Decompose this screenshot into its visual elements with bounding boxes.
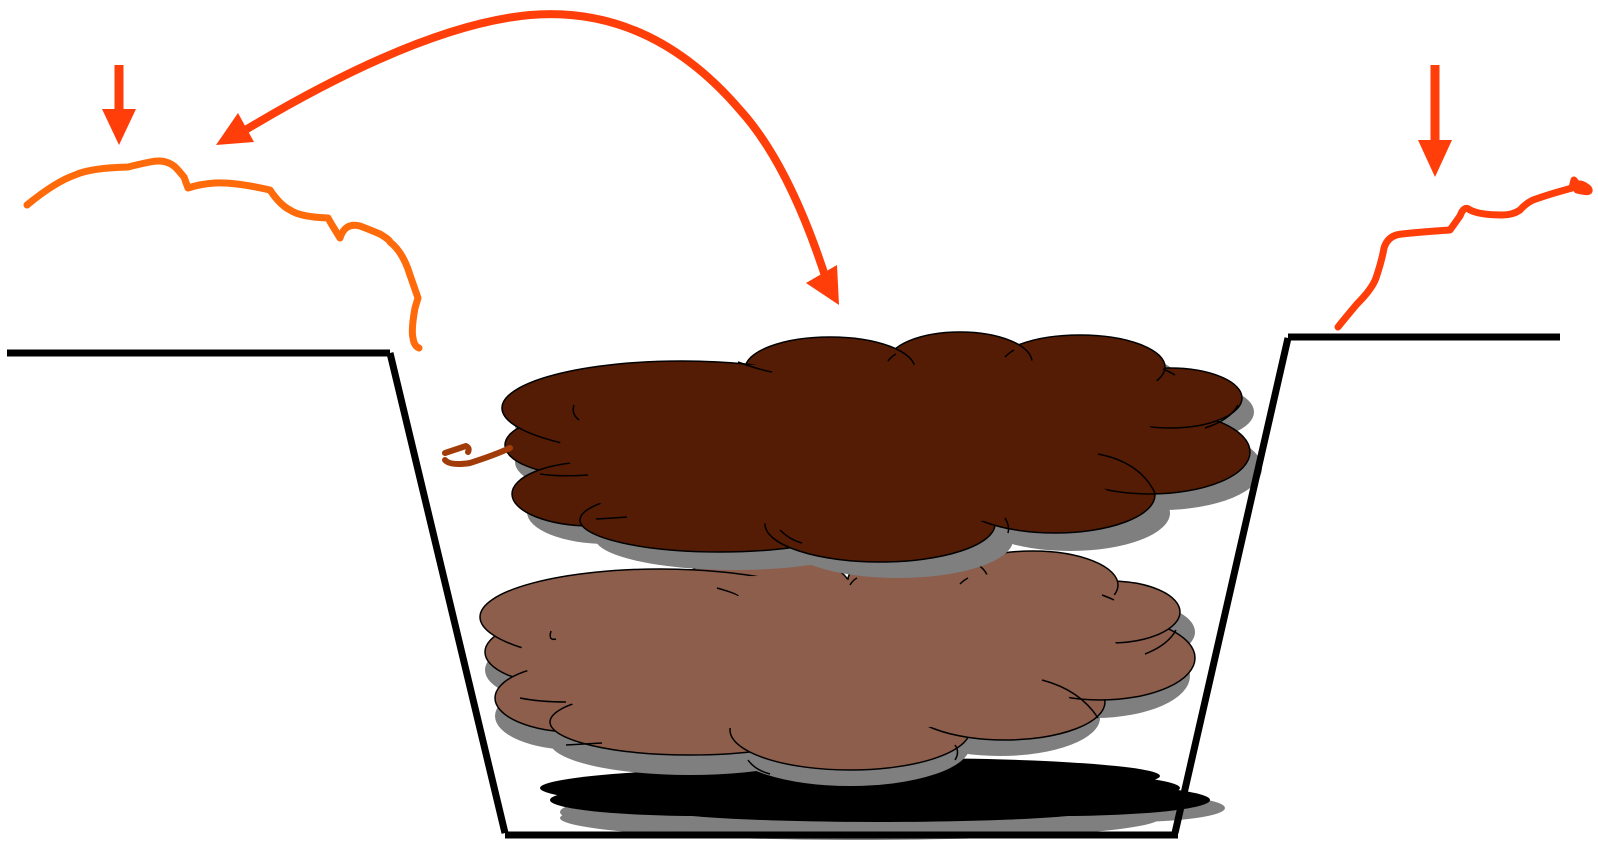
middle-layer-fill (520, 574, 1130, 730)
pit-wall-left (390, 353, 505, 833)
down-arrow-left (102, 65, 136, 145)
left-stream-line (27, 161, 419, 348)
curved-arrow (216, 14, 839, 305)
right-stream-line (1338, 180, 1589, 327)
top-layer-fill (560, 360, 1170, 525)
top-layer (502, 332, 1262, 578)
inner-drip-line (445, 446, 510, 464)
down-arrow-right (1418, 65, 1452, 177)
middle-layer (480, 550, 1195, 786)
